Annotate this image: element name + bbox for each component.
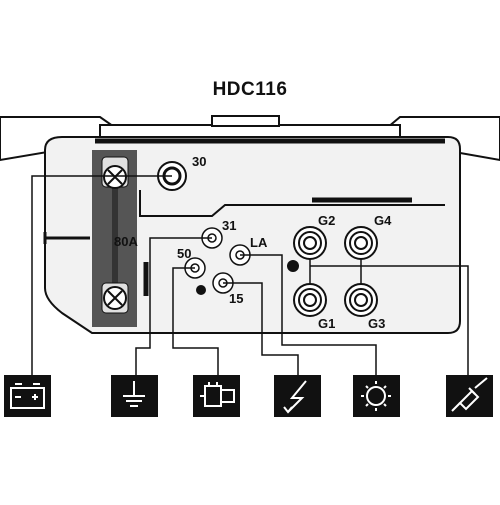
external-wiring <box>31 175 469 375</box>
icon-battery-box <box>4 375 51 417</box>
fuse-label: 80A <box>114 234 138 249</box>
icon-glow-box <box>446 375 493 417</box>
wire-ignition <box>223 282 299 375</box>
warning-lamp-icon <box>361 381 391 411</box>
fuse-screw-top-cross <box>107 169 123 185</box>
starter-motor-icon <box>200 382 235 407</box>
icon-starter-box <box>193 375 240 417</box>
terminal-50-label: 50 <box>177 246 191 261</box>
solder-dot-left <box>196 285 206 295</box>
glow-plug-icon <box>451 377 488 412</box>
wire-glow-plug <box>310 265 469 375</box>
fuse-block: 80A <box>92 150 138 327</box>
glow-terminal-g4-label: G4 <box>374 213 392 228</box>
circuit-traces <box>95 138 445 296</box>
glow-terminal-g2-label: G2 <box>318 213 335 228</box>
glow-terminals: G2 G4 G1 G3 <box>293 213 392 331</box>
signal-trace <box>139 190 445 217</box>
wire-battery <box>31 175 172 375</box>
side-bolt <box>43 232 90 244</box>
glow-terminal-g1-label: G1 <box>318 316 335 331</box>
solder-dot-right <box>287 260 299 272</box>
bracket-tab <box>211 115 280 127</box>
glow-terminal-g4: G4 <box>344 213 392 260</box>
ignition-bolt-icon <box>283 380 307 414</box>
battery-icon <box>10 383 45 409</box>
terminal-30-label: 30 <box>192 154 206 169</box>
fuse-screw-bottom-cross <box>107 290 123 306</box>
terminal-31-label: 31 <box>222 218 236 233</box>
glow-terminal-g3-label: G3 <box>368 316 385 331</box>
icon-ignition-box <box>274 375 321 417</box>
wire-ground <box>135 237 212 375</box>
ground-icon <box>123 381 145 407</box>
wire-starter <box>172 267 219 375</box>
glow-terminal-g2: G2 <box>293 213 335 260</box>
terminal-LA-label: LA <box>250 235 268 250</box>
wire-warning-lamp <box>240 254 377 375</box>
icon-lamp-box <box>353 375 400 417</box>
diagram-title: HDC116 <box>212 79 288 100</box>
glow-terminal-g1: G1 <box>293 283 335 331</box>
icon-ground-box <box>111 375 158 417</box>
terminal-15-label: 15 <box>229 291 243 306</box>
